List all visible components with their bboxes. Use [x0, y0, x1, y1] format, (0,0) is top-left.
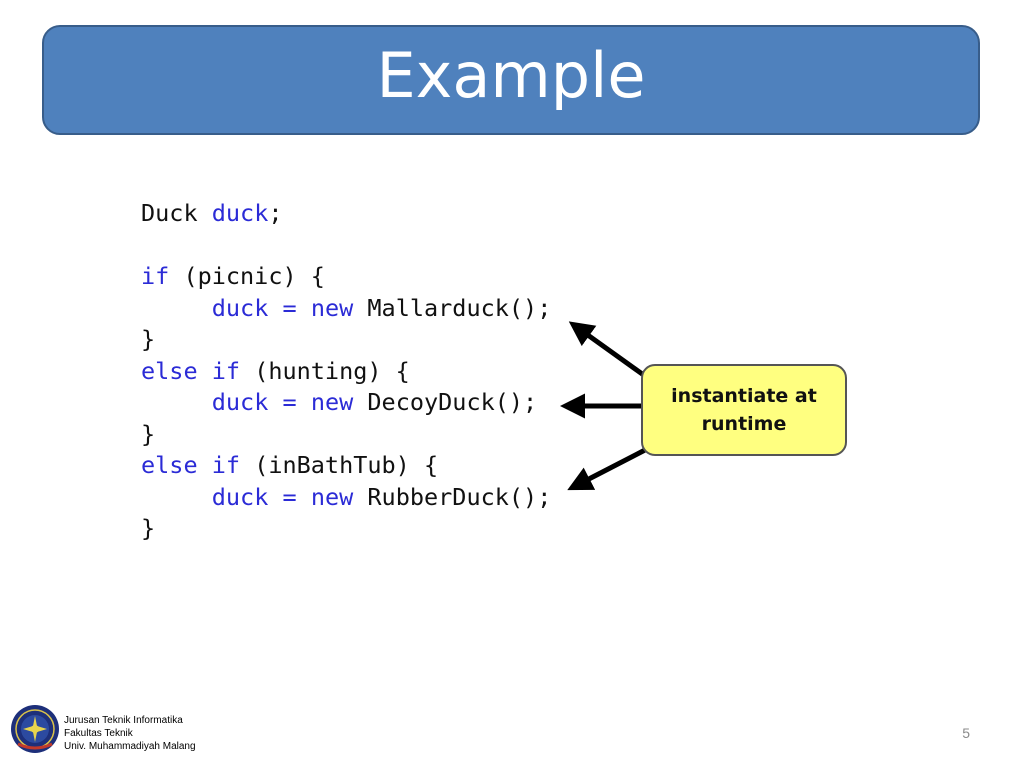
code-text: (hunting) {: [240, 356, 410, 385]
page-number: 5: [962, 725, 970, 741]
code-keyword: else: [141, 451, 198, 479]
code-text: (inBathTub) {: [240, 451, 439, 479]
code-line: }: [141, 324, 551, 356]
code-line: else if (hunting) {: [141, 356, 551, 388]
code-text: }: [141, 514, 156, 542]
code-line: duck = new RubberDuck();: [141, 482, 552, 514]
code-keyword: else: [141, 356, 198, 385]
code-keyword: =: [282, 388, 297, 416]
title-bar: Example: [42, 25, 980, 135]
code-text: ;: [268, 199, 283, 227]
code-text: [141, 388, 212, 416]
code-keyword: =: [282, 293, 297, 322]
code-line: if (picnic) {: [141, 261, 551, 293]
code-text: (picnic) {: [169, 262, 325, 290]
code-text: [141, 483, 212, 511]
code-keyword: if: [141, 262, 170, 290]
code-text: [198, 357, 212, 385]
code-text: [141, 294, 212, 322]
footer-line-3: Univ. Muhammadiyah Malang: [64, 741, 196, 752]
code-line: Duck duck;: [141, 198, 551, 230]
code-keyword: duck: [211, 199, 269, 227]
code-keyword: if: [211, 451, 241, 479]
code-keyword: if: [211, 356, 241, 385]
code-keyword: new: [310, 293, 354, 322]
code-line: }: [141, 419, 551, 451]
code-text: [198, 451, 212, 479]
code-keyword: new: [310, 388, 354, 416]
footer-institution: Jurusan Teknik Informatika Fakultas Tekn…: [64, 714, 196, 753]
code-text: [268, 294, 282, 322]
code-keyword: duck: [211, 482, 269, 511]
callout-box: instantiate at runtime: [641, 364, 847, 456]
code-text: }: [141, 325, 156, 353]
code-keyword: duck: [211, 293, 269, 322]
code-text: Mallarduck();: [353, 293, 552, 322]
code-line: duck = new Mallarduck();: [141, 293, 552, 325]
code-text: }: [141, 419, 156, 448]
code-keyword: =: [282, 482, 297, 511]
code-line: duck = new DecoyDuck();: [141, 387, 551, 419]
code-line: }: [141, 513, 551, 545]
code-text: DecoyDuck();: [353, 388, 538, 416]
footer-line-1: Jurusan Teknik Informatika: [64, 715, 183, 726]
code-text: [297, 388, 311, 416]
arrow-to-rubberduck: [567, 447, 647, 491]
callout-text: instantiate at runtime: [671, 385, 817, 435]
code-text: [268, 483, 282, 511]
code-text: [297, 483, 311, 511]
code-line: else if (inBathTub) {: [141, 450, 551, 482]
code-text: [297, 294, 311, 322]
code-keyword: new: [310, 482, 354, 511]
code-text: Duck: [141, 199, 212, 227]
code-block: Duck duck; if (picnic) { duck = new Malla…: [141, 198, 551, 545]
code-text: [268, 388, 282, 416]
code-text: RubberDuck();: [353, 482, 552, 511]
arrow-to-mallarduck: [568, 321, 647, 379]
code-keyword: duck: [211, 388, 269, 416]
footer-line-2: Fakultas Teknik: [64, 728, 133, 739]
university-seal-icon: [11, 705, 59, 753]
slide-title: Example: [376, 39, 646, 112]
code-line: [141, 230, 551, 262]
